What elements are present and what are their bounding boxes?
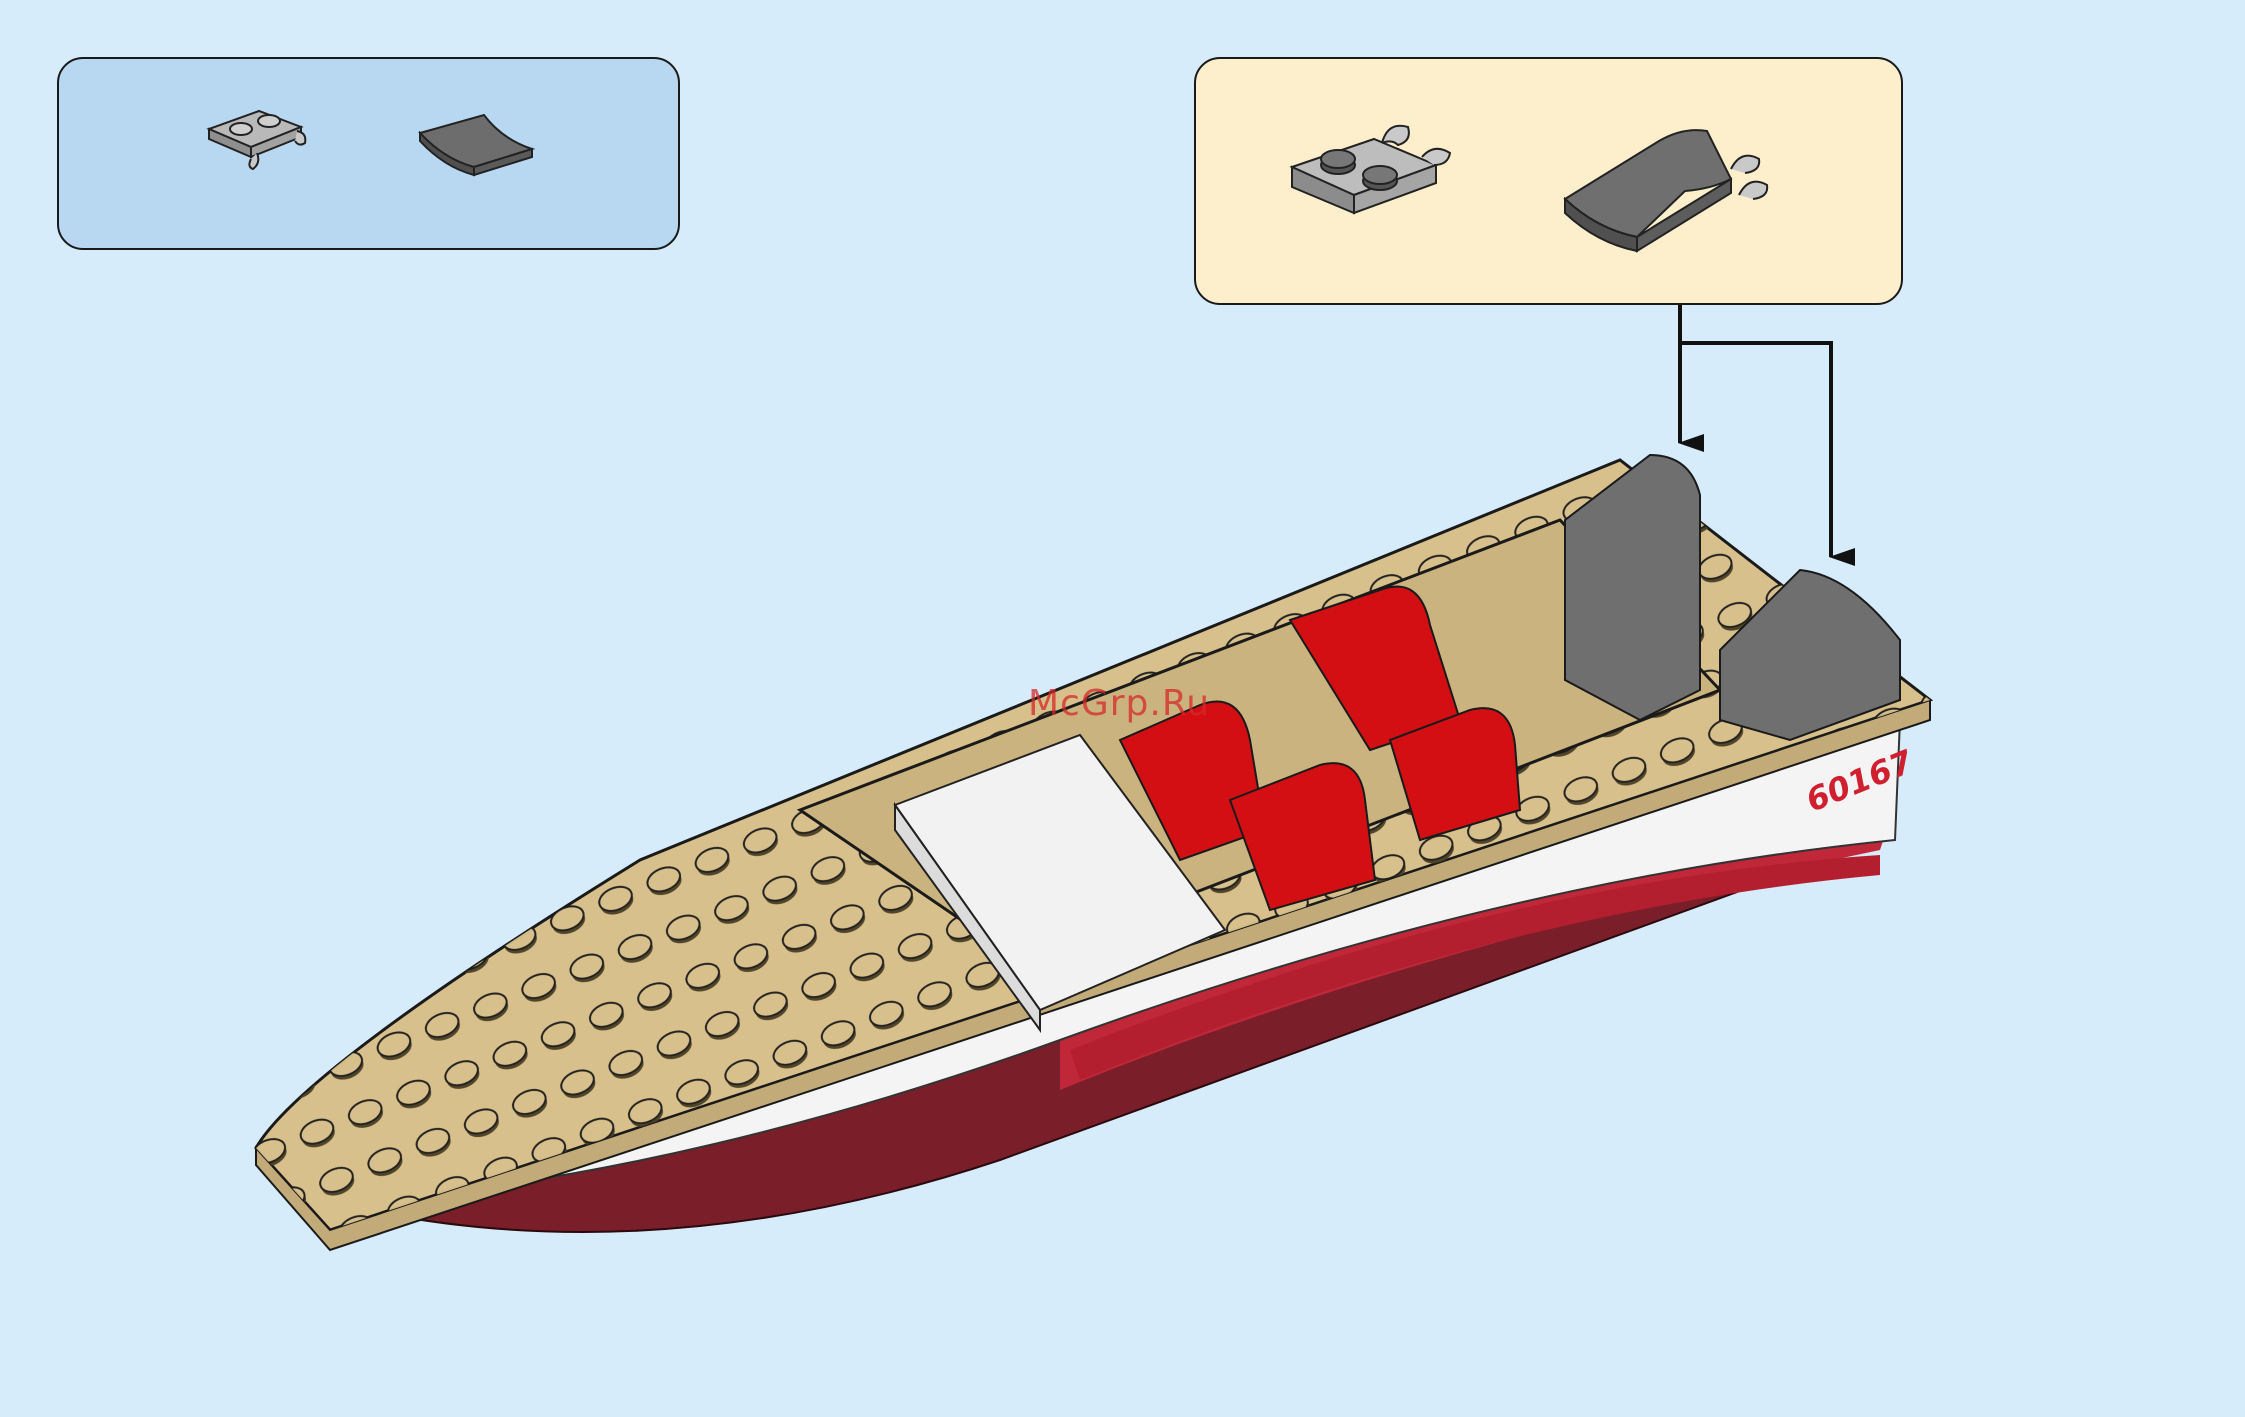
callout-arrows xyxy=(1680,305,1831,557)
watermark-text: McGrp.Ru xyxy=(1028,683,1210,724)
speedboat-model-icon: 60167 xyxy=(256,455,1930,1250)
